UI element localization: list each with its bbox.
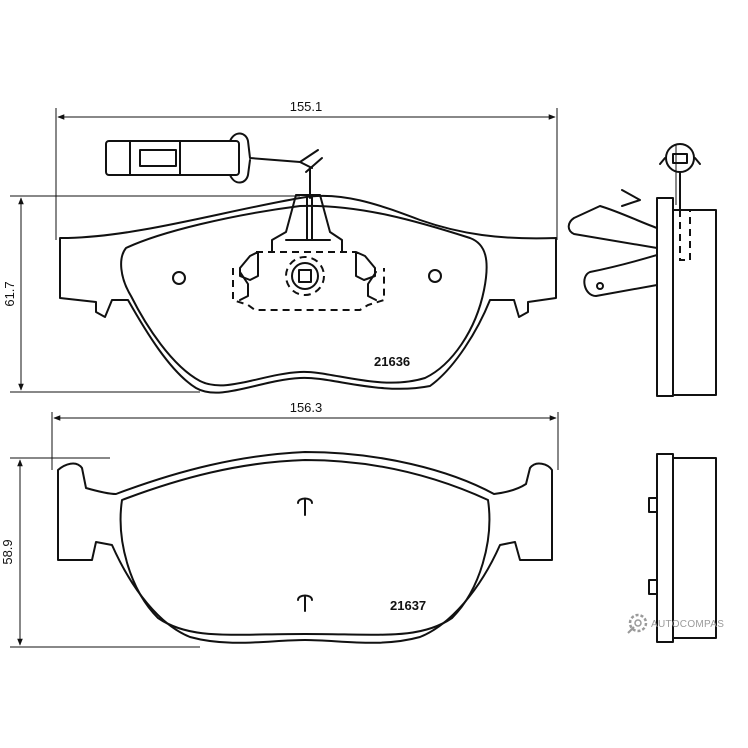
gear-wrench-icon xyxy=(627,613,648,634)
bottom-part-number: 21637 xyxy=(390,598,426,613)
top-brake-pad: 21636 xyxy=(59,132,557,394)
watermark-text: AUTOCOMPAS xyxy=(651,619,724,630)
top-hole-left xyxy=(172,271,186,285)
top-part-number: 21636 xyxy=(374,354,410,369)
top-height-label: 61.7 xyxy=(2,281,17,306)
wear-sensor-connector xyxy=(105,132,323,199)
bottom-friction-material xyxy=(119,459,491,636)
top-width-dimension: 155.1 xyxy=(55,99,558,240)
bottom-backing-plate xyxy=(57,451,553,644)
top-backing-plate xyxy=(59,194,557,394)
bottom-height-label: 58.9 xyxy=(0,539,15,564)
watermark: AUTOCOMPAS xyxy=(627,613,724,634)
top-friction-material xyxy=(120,204,488,387)
top-side-view xyxy=(567,143,717,397)
bottom-brake-pad: 21637 xyxy=(57,451,553,644)
bottom-side-view xyxy=(648,453,717,643)
bottom-side-backing xyxy=(656,453,674,643)
bottom-width-label: 156.3 xyxy=(290,400,323,415)
bottom-height-dimension: 58.9 xyxy=(0,457,200,648)
top-side-friction xyxy=(672,209,717,396)
top-sensor-ring xyxy=(291,262,319,290)
top-clip-spring xyxy=(232,194,385,311)
side-sensor-plug xyxy=(665,143,695,173)
top-hole-right xyxy=(428,269,442,283)
top-width-label: 155.1 xyxy=(290,99,323,114)
bottom-side-friction xyxy=(672,457,717,639)
top-side-backing xyxy=(656,197,674,397)
top-height-dimension: 61.7 xyxy=(2,195,300,393)
bottom-width-dimension: 156.3 xyxy=(51,400,559,470)
